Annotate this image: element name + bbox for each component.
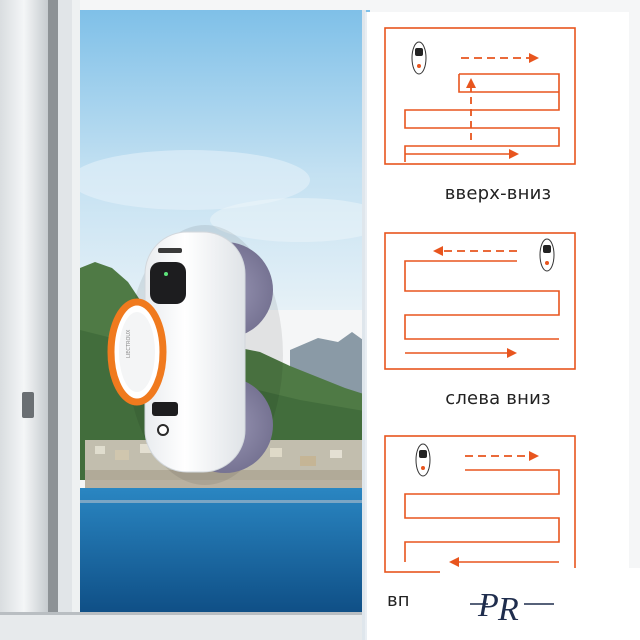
svg-text:R: R — [497, 591, 519, 628]
caption-third: вп — [387, 590, 410, 611]
pattern-third — [384, 435, 576, 573]
robot-display — [152, 402, 178, 416]
svg-text:LIECTROUX: LIECTROUX — [126, 329, 132, 358]
window-handle — [22, 392, 34, 418]
window-frame-left — [0, 0, 48, 640]
robot-icon — [539, 238, 555, 272]
cleaning-patterns-panel: вверх-вниз слева вниз — [365, 12, 629, 640]
sea — [80, 488, 370, 613]
caption-up-down: вверх-вниз — [444, 183, 552, 204]
robot-icon — [411, 41, 427, 75]
window-cleaning-robot: LIECTROUX — [107, 225, 283, 485]
robot-top-panel — [150, 262, 186, 304]
pattern-up-down — [384, 27, 576, 165]
pr-logo-icon: P R — [470, 587, 554, 628]
pattern-left-down — [384, 232, 576, 370]
robot-icon — [415, 443, 431, 477]
caption-left-down: слева вниз — [445, 388, 551, 409]
svg-text:P: P — [477, 587, 499, 624]
power-button-icon — [157, 424, 169, 436]
